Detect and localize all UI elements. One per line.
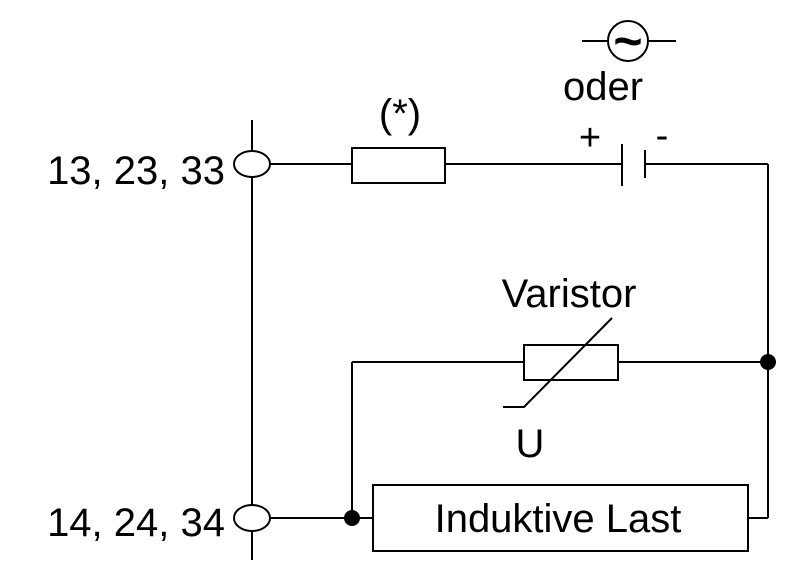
varistor-slash xyxy=(503,317,613,408)
varistor-label: Varistor xyxy=(502,272,637,316)
minus-label: - xyxy=(656,115,669,157)
voltage-label: U xyxy=(516,422,545,466)
plus-label: + xyxy=(579,117,601,159)
terminal-top-circle xyxy=(233,150,271,178)
fuse-note-label: (*) xyxy=(379,92,421,136)
fuse xyxy=(351,147,446,184)
inductive-load-box xyxy=(372,484,749,552)
inductive-load-label: Induktive Last xyxy=(435,497,682,541)
ac-tilde-icon: ~ xyxy=(613,13,642,69)
terminal-bottom-label: 14, 24, 34 xyxy=(47,501,225,545)
junction-dot-left xyxy=(344,510,360,526)
varistor xyxy=(523,344,619,381)
terminal-top-label: 13, 23, 33 xyxy=(47,149,225,193)
or-label: oder xyxy=(563,65,643,109)
junction-dot-right xyxy=(760,354,776,370)
terminal-bottom-circle xyxy=(233,504,271,532)
